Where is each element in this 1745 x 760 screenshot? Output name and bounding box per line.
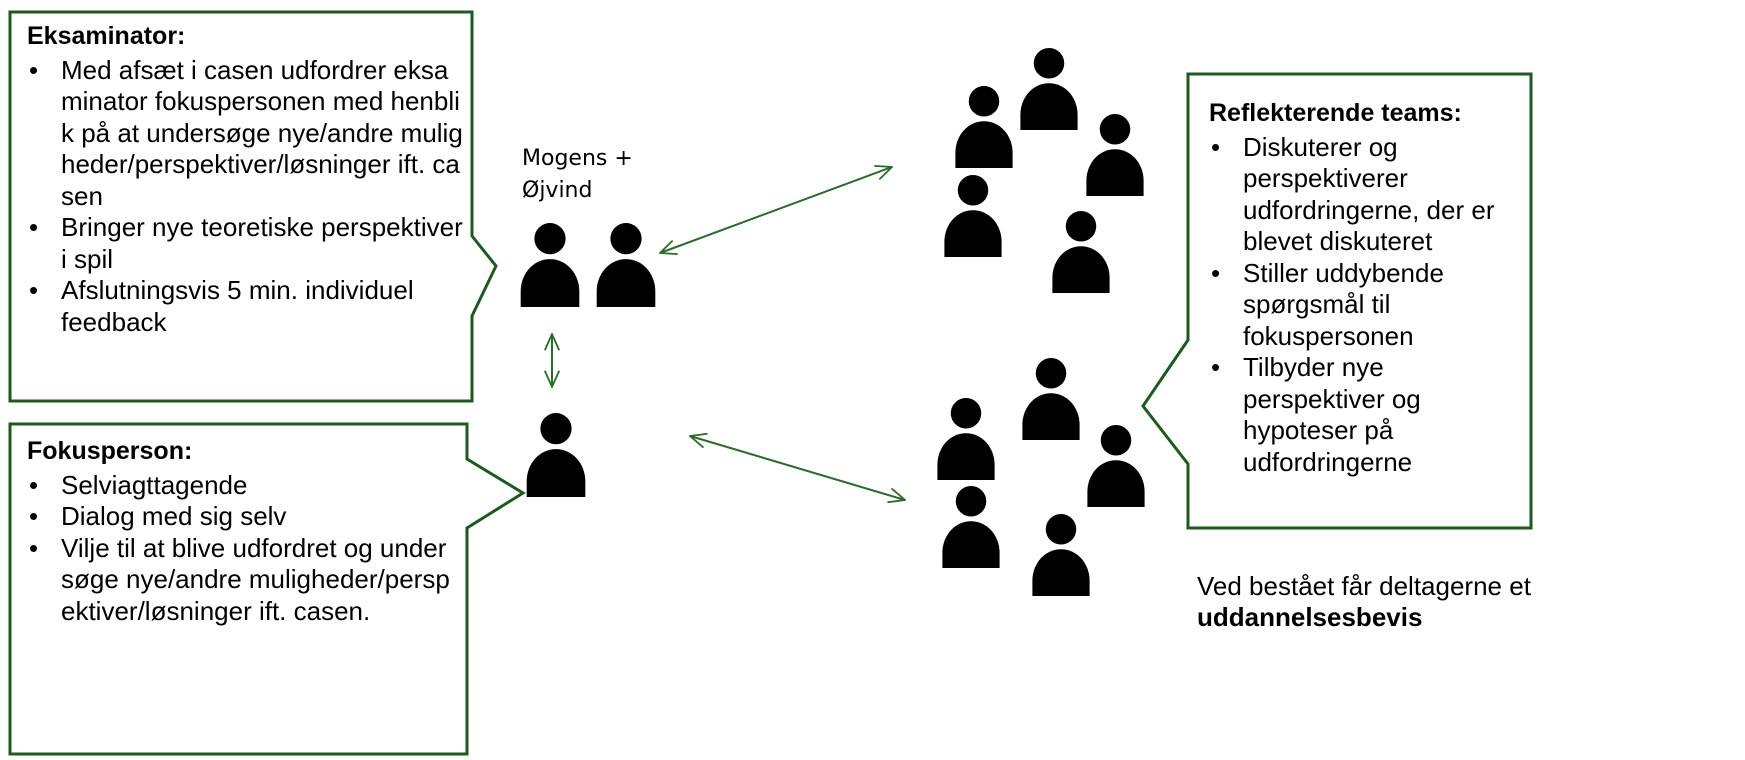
focus-person-bullet-list: Selviagttagende Dialog med sig selv Vilj… (27, 470, 459, 628)
examiner-bullet-list: Med afsæt i casen udfordrer eksaminator … (27, 55, 467, 339)
person-icon (520, 223, 580, 307)
focus-person-bullet: Selviagttagende (29, 470, 459, 502)
examiner-bullet: Afslutningsvis 5 min. individuel feedbac… (29, 275, 467, 338)
certificate-note-line2: uddannelsesbevis (1197, 602, 1423, 632)
focus-person-callout-text: Fokusperson: Selviagttagende Dialog med … (27, 436, 459, 627)
reflecting-teams-callout-text: Reflekterende teams: Diskuterer og persp… (1209, 98, 1527, 478)
person-icon (596, 223, 656, 307)
reflecting-teams-bullet: Diskuterer og perspektiverer udfordringe… (1211, 132, 1527, 258)
person-icon (1052, 211, 1110, 293)
person-icon (942, 486, 1000, 568)
reflecting-team-bottom (937, 358, 1145, 596)
focus-person-bullet: Vilje til at blive udfordret og undersøg… (29, 533, 459, 628)
reflecting-teams-heading: Reflekterende teams: (1209, 99, 1462, 127)
certificate-note: Ved bestået får deltagerne et uddannelse… (1197, 571, 1531, 633)
reflecting-teams-bullet-list: Diskuterer og perspektiverer udfordringe… (1209, 132, 1527, 479)
examiners-label-line1: Mogens + (522, 146, 633, 171)
examiner-bullet: Med afsæt i casen udfordrer eksaminator … (29, 55, 467, 213)
arrow-examiners-to-team-top (660, 167, 892, 253)
certificate-note-line1: Ved bestået får deltagerne et (1197, 571, 1531, 601)
reflecting-team-top (944, 48, 1144, 293)
person-icon (1087, 425, 1145, 507)
person-icon (1022, 358, 1080, 440)
examiners-label: Mogens + Øjvind (522, 143, 633, 207)
person-icon (1032, 514, 1090, 596)
reflecting-teams-bullet: Tilbyder nye perspektiver og hypoteser p… (1211, 352, 1527, 478)
person-icon (1086, 114, 1144, 196)
focus-person-bullet: Dialog med sig selv (29, 501, 459, 533)
person-icon (944, 175, 1002, 257)
person-icon (937, 398, 995, 480)
person-icon (955, 86, 1013, 168)
focus-person-icon (526, 413, 586, 497)
arrow-focus-to-team-bottom (690, 436, 905, 500)
focus-person-heading: Fokusperson: (27, 437, 193, 465)
examiner-heading: Eksaminator: (27, 22, 186, 50)
examiner-bullet: Bringer nye teoretiske perspektiver i sp… (29, 212, 467, 275)
examiners-label-line2: Øjvind (522, 178, 593, 203)
examiner-callout-text: Eksaminator: Med afsæt i casen udfordrer… (27, 21, 467, 338)
examiner-person-icons (520, 223, 656, 307)
reflecting-teams-bullet: Stiller uddybende spørgsmål til fokusper… (1211, 258, 1527, 353)
person-icon (1020, 48, 1078, 130)
